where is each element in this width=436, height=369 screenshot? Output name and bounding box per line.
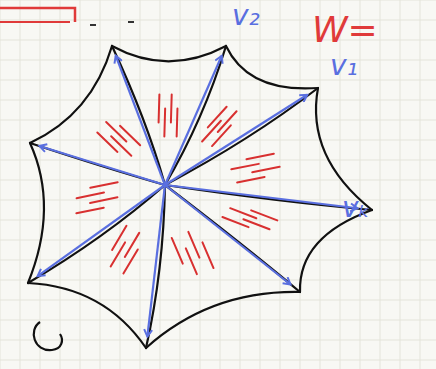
umbrella-outline <box>28 46 372 348</box>
set-label: W= <box>312 12 378 48</box>
umbrella-handle <box>34 322 62 350</box>
vector-label: vₖ <box>342 194 371 222</box>
dash-marks <box>90 22 134 25</box>
vector-label: v₂ <box>232 2 260 30</box>
red-box-fragment <box>0 21 70 23</box>
red-hatching <box>76 95 279 275</box>
red-box-fragment <box>0 8 75 22</box>
vector-label: v₁ <box>330 52 358 80</box>
vector-arrows <box>38 56 358 337</box>
